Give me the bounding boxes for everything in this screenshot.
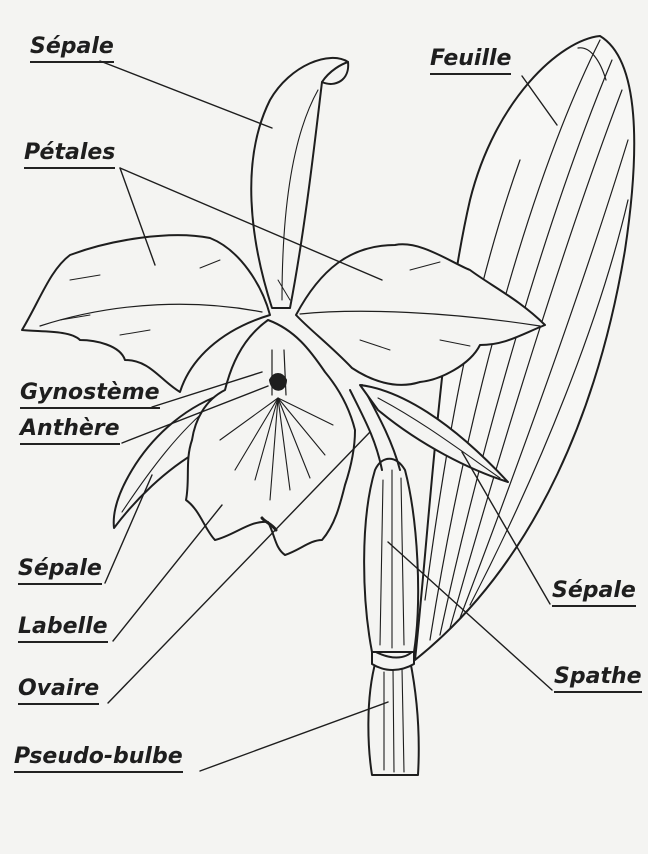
label-pseudo-bulbe: Pseudo-bulbe bbox=[14, 744, 183, 773]
label-sepale-right: Sépale bbox=[552, 578, 636, 607]
leader-pseudo-bulbe bbox=[200, 702, 388, 771]
labellum-drawing bbox=[186, 320, 355, 555]
label-gynosteme: Gynostème bbox=[20, 380, 160, 409]
label-anthere: Anthère bbox=[20, 416, 120, 445]
label-sepale-top: Sépale bbox=[30, 34, 114, 63]
leader-sepale-top bbox=[100, 61, 272, 128]
pseudo-bulb-drawing bbox=[368, 650, 418, 775]
label-spathe: Spathe bbox=[554, 664, 642, 693]
label-labelle: Labelle bbox=[18, 614, 108, 643]
spathe-drawing bbox=[364, 459, 418, 652]
label-sepale-left: Sépale bbox=[18, 556, 102, 585]
label-petales: Pétales bbox=[24, 140, 115, 169]
label-feuille: Feuille bbox=[430, 46, 511, 75]
label-ovaire: Ovaire bbox=[18, 676, 99, 705]
